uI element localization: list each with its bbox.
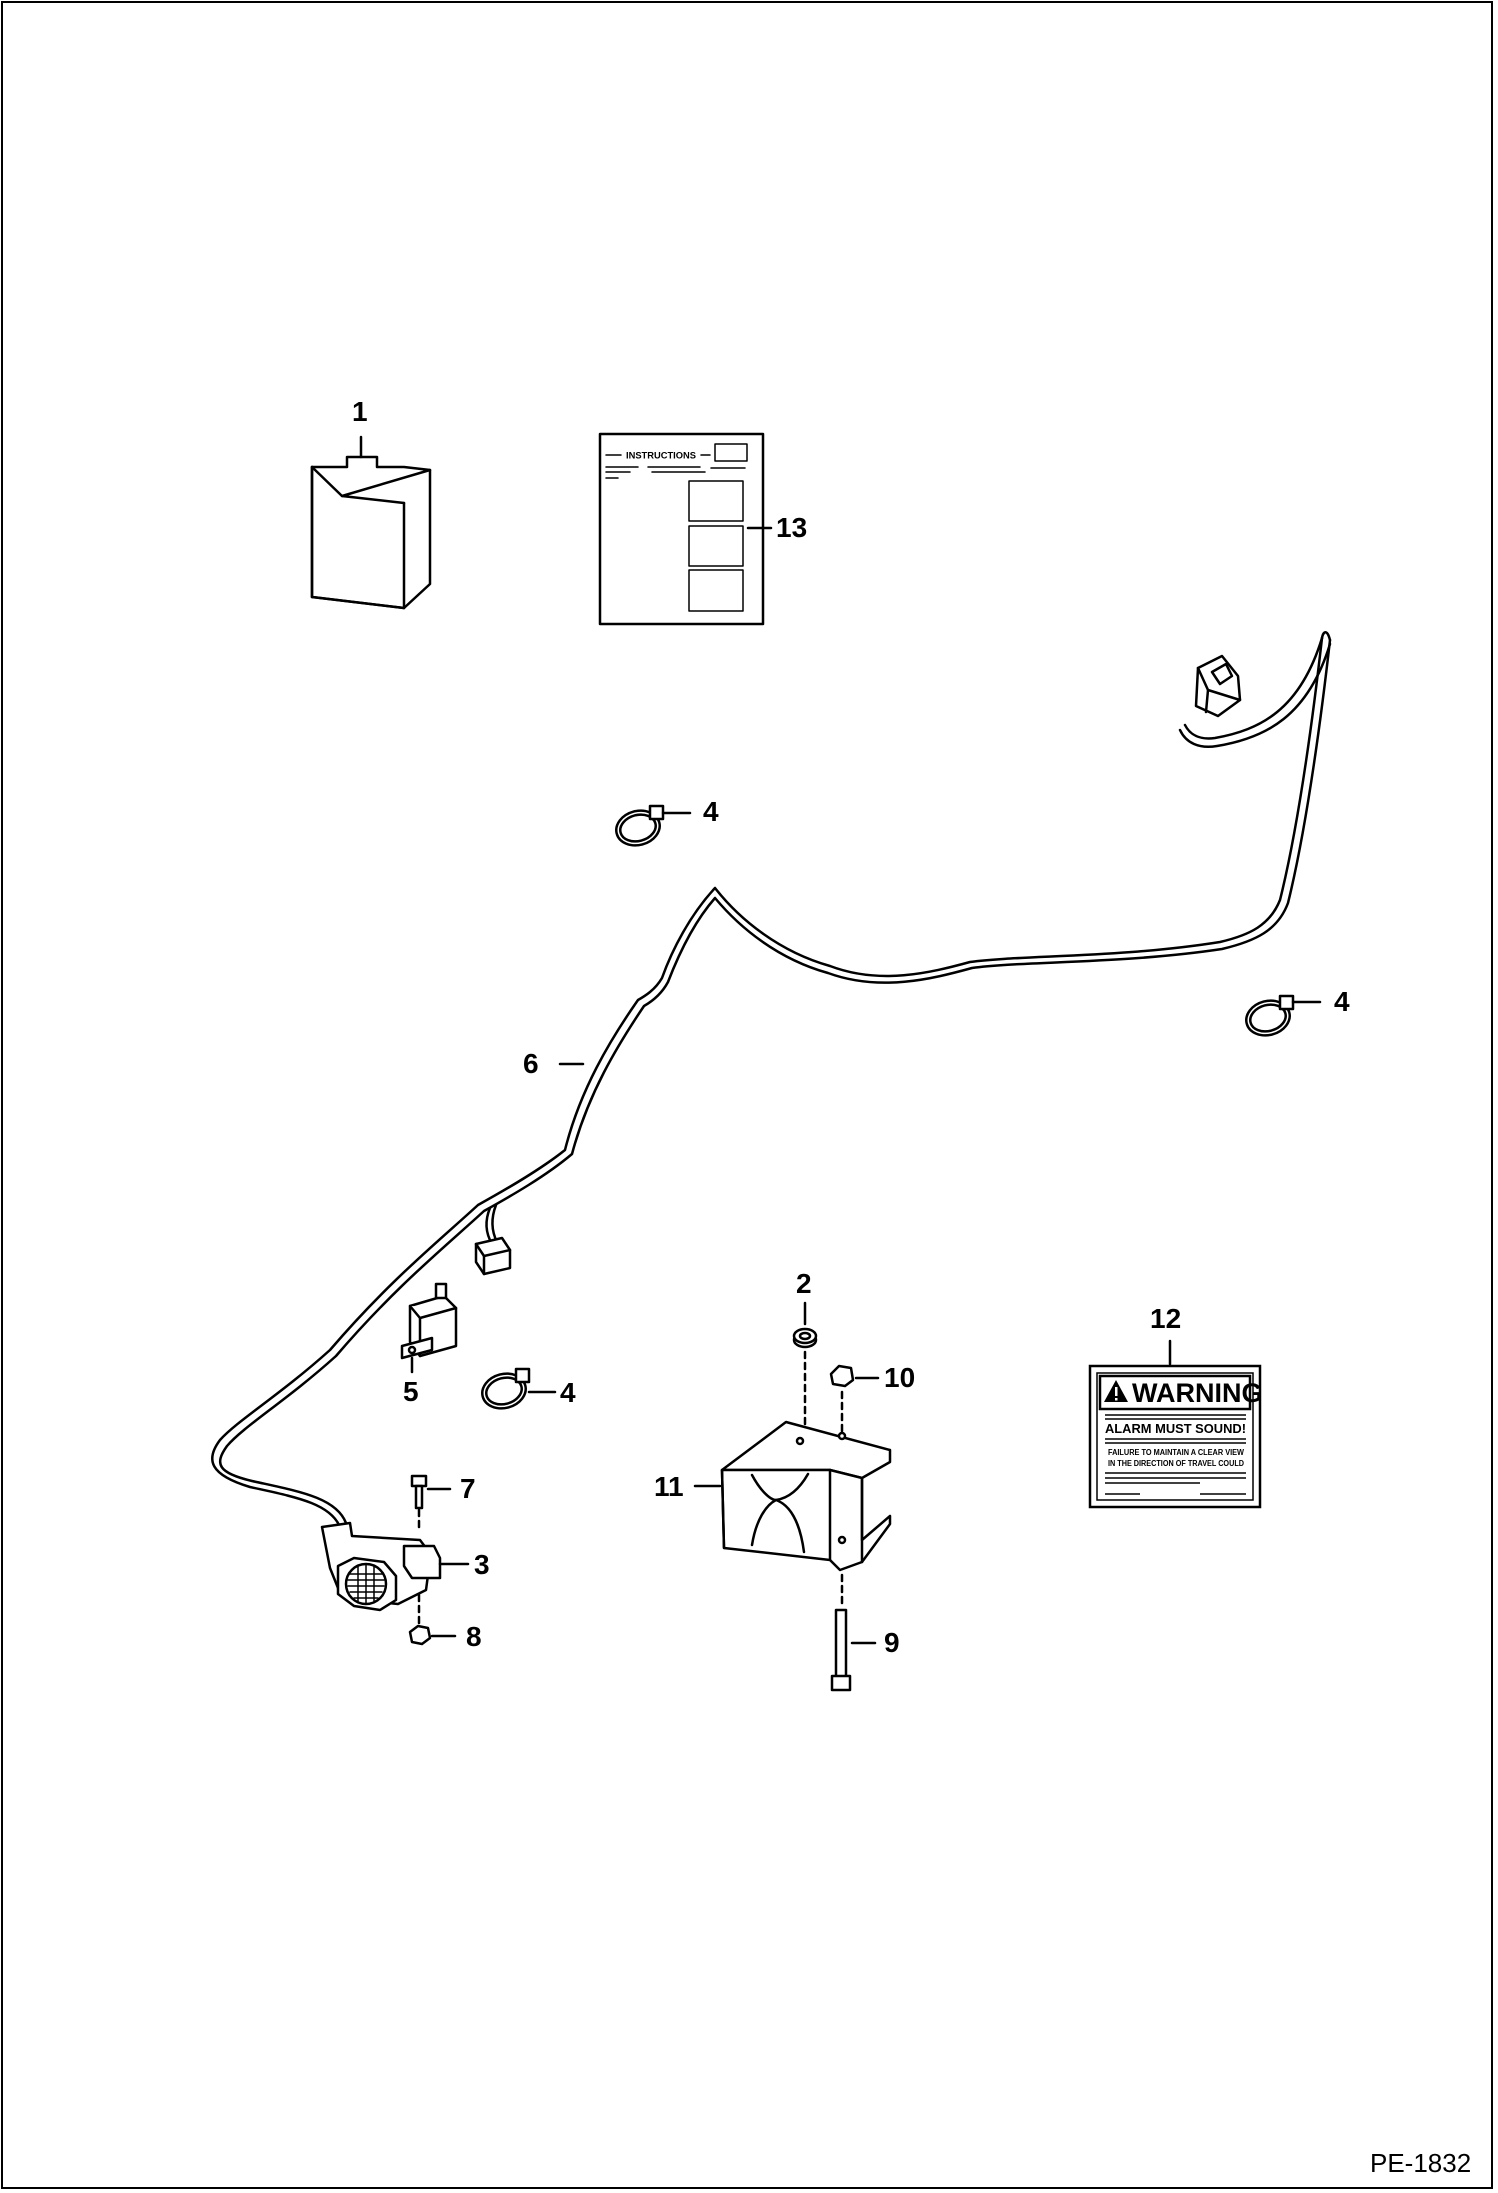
part-8-nut <box>408 1624 457 1646</box>
callout-11: 11 <box>654 1471 684 1502</box>
part-12-warning-decal: WARNING ALARM MUST SOUND! FAILURE TO MAI… <box>1088 1364 1263 1509</box>
callout-4c: 4 <box>560 1377 576 1408</box>
callout-1: 1 <box>352 396 368 427</box>
callout-2: 2 <box>796 1268 812 1299</box>
warning-decal-line-1: FAILURE TO MAINTAIN A CLEAR VIEW <box>1108 1448 1244 1457</box>
warning-decal-main-line: ALARM MUST SOUND! <box>1105 1422 1246 1436</box>
warning-decal-header: WARNING <box>1132 1378 1263 1408</box>
instructions-heading: INSTRUCTIONS <box>626 451 696 462</box>
part-13-instructions <box>598 432 773 626</box>
callout-8: 8 <box>466 1621 482 1652</box>
part-4-cable-tie-c <box>481 1367 557 1410</box>
part-5-relay <box>400 1282 458 1374</box>
harness-connector-plug <box>1194 654 1242 718</box>
warning-decal-line-2: IN THE DIRECTION OF TRAVEL COULD <box>1108 1459 1244 1468</box>
part-11-mounting-bracket <box>693 1420 892 1572</box>
callout-5: 5 <box>403 1376 419 1407</box>
callout-4b: 4 <box>1334 986 1350 1017</box>
callout-6: 6 <box>523 1048 539 1079</box>
relay-socket <box>474 1236 512 1276</box>
callout-12: 12 <box>1150 1303 1182 1334</box>
callout-10: 10 <box>884 1362 916 1393</box>
callout-9: 9 <box>884 1627 900 1658</box>
part-10-nut <box>829 1364 880 1438</box>
sheet-code: PE-1832 <box>1370 2148 1472 2178</box>
part-1-box <box>310 435 432 610</box>
callout-4a: 4 <box>703 796 719 827</box>
part-7-bolt <box>410 1474 452 1532</box>
callout-7: 7 <box>460 1473 476 1504</box>
part-4-cable-tie-b <box>1245 994 1322 1037</box>
callout-3: 3 <box>474 1549 490 1580</box>
part-9-long-bolt <box>830 1573 877 1692</box>
part-4-cable-tie-a <box>615 804 692 847</box>
callout-13: 13 <box>776 512 808 543</box>
part-3-backup-alarm <box>320 1521 470 1612</box>
instructions-heading-group: INSTRUCTIONS <box>624 448 698 462</box>
